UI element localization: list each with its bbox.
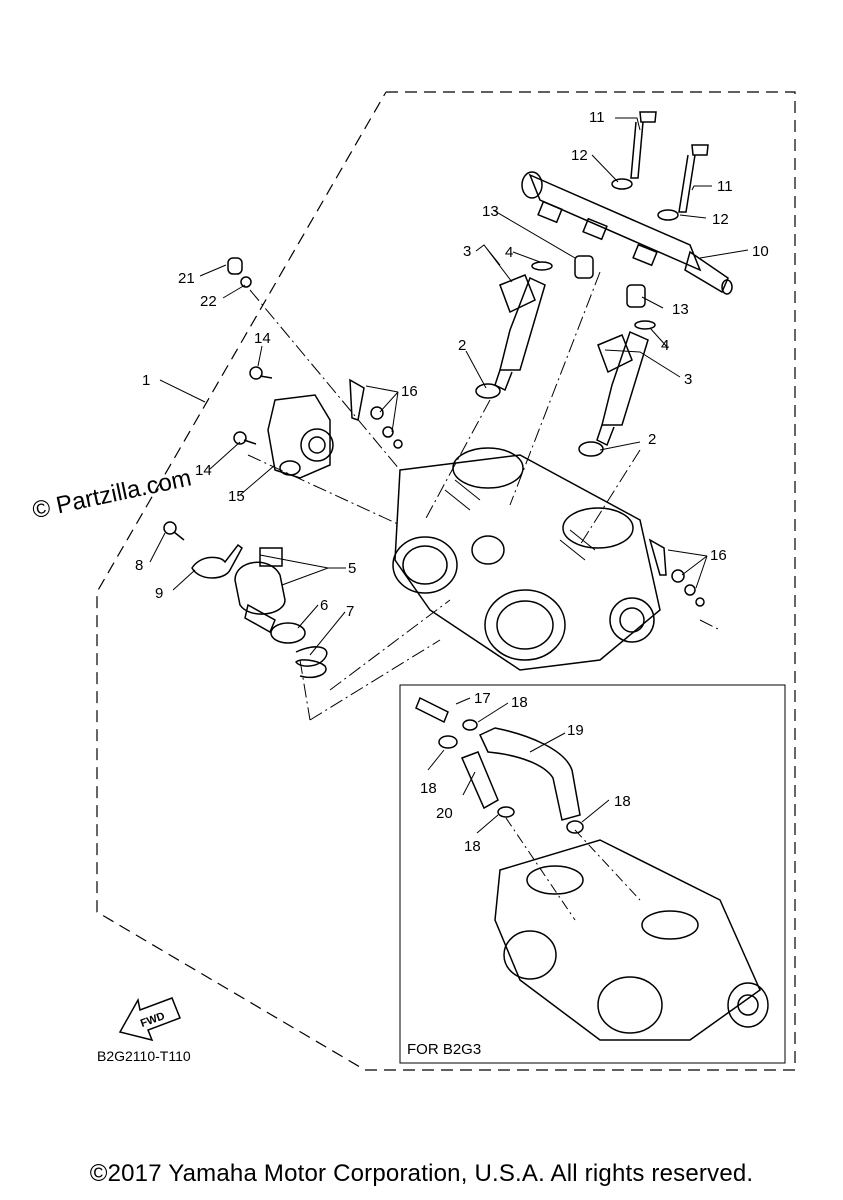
callout-1: 1 [142, 372, 150, 389]
screw-14-lower [233, 431, 257, 445]
callout-18-b: 18 [420, 780, 437, 797]
seal-lower [578, 441, 604, 457]
assembly-boundary [96, 91, 796, 1071]
callout-3-lower: 3 [684, 371, 692, 388]
variant-label: FOR B2G3 [407, 1041, 482, 1058]
washer-upper [611, 178, 633, 190]
callout-12-upper: 12 [571, 147, 588, 164]
callout-6: 6 [320, 597, 328, 614]
callout-13-lower: 13 [672, 301, 689, 318]
callout-3-upper: 3 [463, 243, 471, 260]
screw-8 [163, 521, 185, 541]
injector-lower [596, 330, 649, 447]
callout-14-upper: 14 [254, 330, 271, 347]
oring-lower [634, 320, 656, 330]
callout-2-lower: 2 [648, 431, 656, 448]
cap-21 [227, 257, 243, 275]
callout-4-upper: 4 [505, 244, 513, 261]
fwd-arrow-icon: FWD [118, 997, 181, 1042]
callout-7: 7 [346, 603, 354, 620]
callout-13-upper: 13 [482, 203, 499, 220]
callout-19: 19 [567, 722, 584, 739]
callout-4-lower: 4 [661, 337, 669, 354]
callout-8: 8 [135, 557, 143, 574]
callout-22: 22 [200, 293, 217, 310]
callout-16-lower: 16 [710, 547, 727, 564]
callout-2-upper: 2 [458, 337, 466, 354]
sensor-oring [270, 622, 306, 644]
callout-14-lower: 14 [195, 462, 212, 479]
injector-upper [494, 274, 546, 392]
fwd-label: FWD [139, 1010, 167, 1030]
callout-10: 10 [752, 243, 769, 260]
fuel-rail [521, 171, 733, 295]
throttle-position-sensor [267, 394, 334, 479]
callout-labels: 1 2 2 3 3 4 4 5 6 7 8 9 10 11 11 12 12 1… [135, 109, 769, 855]
bracket-9 [191, 543, 243, 579]
sensor-spring [295, 646, 328, 678]
callout-11-upper: 11 [589, 109, 605, 126]
callout-18-d: 18 [614, 793, 631, 810]
diagram-code: B2G2110-T110 [97, 1048, 191, 1064]
copyright-notice: ©2017 Yamaha Motor Corporation, U.S.A. A… [89, 1160, 754, 1187]
callout-15: 15 [228, 488, 245, 505]
seal-upper [475, 383, 501, 399]
callout-20: 20 [436, 805, 453, 822]
inset-throttle-body [494, 839, 769, 1041]
leader-lines [149, 117, 749, 834]
inset-hose-assembly [415, 696, 641, 921]
callout-5: 5 [348, 560, 356, 577]
callout-18-c: 18 [464, 838, 481, 855]
washer-lower [657, 209, 679, 221]
washer-22 [240, 276, 252, 288]
collar-lower [626, 284, 646, 308]
screw-14-upper [249, 366, 273, 380]
construction-lines [247, 271, 721, 721]
throttle-body [392, 447, 661, 671]
collar-upper [574, 255, 594, 279]
callout-9: 9 [155, 585, 163, 602]
callout-21: 21 [178, 270, 195, 287]
bolt-lower [678, 144, 709, 213]
callout-12-lower: 12 [712, 211, 729, 228]
variant-inset-box [399, 684, 786, 1064]
callout-16-upper: 16 [401, 383, 418, 400]
oring-upper [531, 261, 553, 271]
callout-17: 17 [474, 690, 491, 707]
sensor-assembly [234, 547, 286, 634]
callout-11-lower: 11 [717, 178, 733, 195]
bolt-upper [630, 111, 657, 179]
callout-18-a: 18 [511, 694, 528, 711]
screw-set-16-lower [648, 538, 705, 607]
